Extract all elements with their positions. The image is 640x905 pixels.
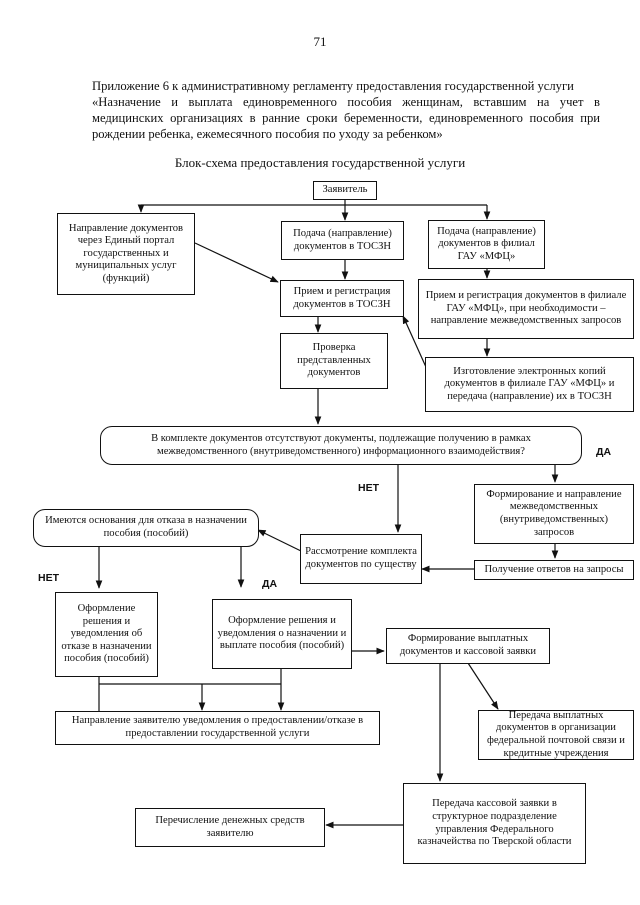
node-submit-mfc-text: Подача (направление) документов в филиал…: [437, 225, 536, 262]
node-transfer-docs: Передача выплатных документов в организа…: [478, 710, 634, 760]
node-electronic-copies: Изготовление электронных копий документо…: [425, 357, 634, 412]
edge-payment-transfer: [467, 662, 499, 710]
node-decision-refusal: Имеются основания для отказа в назначени…: [33, 509, 259, 547]
node-portal: Направление документов через Единый порт…: [57, 213, 195, 295]
diagram-title: Блок-схема предоставления государственно…: [174, 155, 466, 170]
edge-portal-register: [194, 242, 279, 283]
node-submit-toszn-text: Подача (направление) документов в ТОСЗН: [293, 227, 392, 252]
node-transfer-docs-text: Передача выплатных документов в организа…: [487, 709, 625, 759]
node-grant-notice-text: Оформление решения и уведомления о назна…: [217, 615, 347, 652]
label-yes-grant: ДА: [262, 578, 278, 590]
node-decision-refusal-text: Имеются основания для отказа в назначени…: [45, 515, 247, 539]
label-no-refusal: НЕТ: [38, 572, 59, 584]
node-treasury-text: Передача кассовой заявки в структурное п…: [417, 798, 572, 848]
node-form-requests: Формирование и направление межведомствен…: [474, 484, 634, 544]
node-submit-mfc: Подача (направление) документов в филиал…: [428, 220, 545, 269]
node-applicant: Заявитель: [313, 181, 377, 200]
node-submit-toszn: Подача (направление) документов в ТОСЗН: [281, 221, 404, 260]
label-no-review: НЕТ: [358, 482, 379, 494]
document-intro: Приложение 6 к административному регламе…: [92, 78, 600, 142]
node-money-transfer-text: Перечисление денежных средств заявителю: [155, 814, 305, 839]
node-check-docs: Проверка представленных документов: [280, 333, 388, 389]
node-send-notice: Направление заявителю уведомления о пред…: [55, 711, 380, 745]
node-applicant-text: Заявитель: [322, 184, 368, 196]
node-register-toszn-text: Прием и регистрация документов в ТОСЗН: [293, 285, 391, 310]
node-money-transfer: Перечисление денежных средств заявителю: [135, 808, 325, 847]
node-responses-text: Получение ответов на запросы: [484, 563, 624, 575]
node-refusal-notice-text: Оформление решения и уведомления об отка…: [61, 603, 152, 665]
node-responses: Получение ответов на запросы: [474, 560, 634, 580]
node-payment-docs-text: Формирование выплатных документов и касс…: [399, 633, 537, 657]
edge-review-refusal: [257, 529, 302, 552]
node-review-text: Рассмотрение комплекта документов по сущ…: [305, 546, 417, 570]
intro-heading: Приложение 6 к административному регламе…: [92, 79, 574, 93]
intro-service-name: «Назначение и выплата единовременного по…: [92, 95, 600, 141]
page-number: 71: [313, 34, 327, 49]
node-check-docs-text: Проверка представленных документов: [297, 342, 371, 379]
node-grant-notice: Оформление решения и уведомления о назна…: [212, 599, 352, 669]
node-form-requests-text: Формирование и направление межведомствен…: [486, 488, 622, 538]
node-electronic-copies-text: Изготовление электронных копий документо…: [444, 365, 615, 402]
node-register-mfc-text: Прием и регистрация документов в филиале…: [425, 290, 627, 327]
node-register-mfc: Прием и регистрация документов в филиале…: [418, 279, 634, 339]
node-decision-missing: В комплекте документов отсутствуют докум…: [100, 426, 582, 465]
node-payment-docs: Формирование выплатных документов и касс…: [386, 628, 550, 664]
node-send-notice-text: Направление заявителю уведомления о пред…: [71, 715, 364, 739]
node-decision-missing-text: В комплекте документов отсутствуют докум…: [151, 432, 531, 457]
label-yes-requests: ДА: [596, 446, 612, 458]
node-portal-text: Направление документов через Единый порт…: [68, 222, 184, 284]
node-register-toszn: Прием и регистрация документов в ТОСЗН: [280, 280, 404, 317]
node-review: Рассмотрение комплекта документов по сущ…: [300, 534, 422, 584]
node-treasury: Передача кассовой заявки в структурное п…: [403, 783, 586, 864]
node-refusal-notice: Оформление решения и уведомления об отка…: [55, 592, 158, 677]
